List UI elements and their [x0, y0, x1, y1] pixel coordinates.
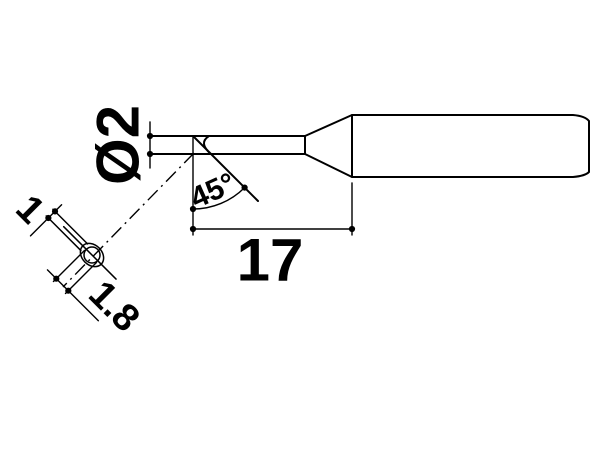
length-tick-right	[348, 225, 356, 233]
face-length-tick-b	[65, 287, 72, 294]
angle-arc-start-dot	[189, 205, 197, 213]
dimension-shaft-diameter: Ø2	[85, 105, 154, 185]
diameter-label: Ø2	[85, 105, 152, 185]
angle-arc-end-dot	[241, 184, 248, 191]
detail-axis-line	[62, 225, 117, 280]
diameter-tick-top	[146, 132, 154, 140]
detail-leader-centerline	[62, 152, 195, 288]
face-length-extension-b	[64, 261, 98, 295]
length-tick-left	[189, 225, 197, 233]
width-tick-a	[51, 208, 59, 215]
bevel-face-arc	[203, 135, 212, 155]
face-length-extension-a	[52, 249, 86, 283]
length-label: 17	[237, 227, 304, 294]
width-tick-b	[45, 214, 52, 222]
tip-face-detail: 1 1.8	[7, 187, 147, 340]
face-length-tick-a	[53, 275, 60, 282]
width-label: 1	[7, 187, 52, 232]
face-outer-ellipse	[79, 242, 105, 268]
dimension-bevel-angle: 45°	[186, 135, 248, 236]
dimension-tip-length: 17	[189, 182, 356, 294]
angle-arc	[192, 186, 246, 210]
neck-upper-edge	[52, 208, 89, 245]
barrel-outline	[351, 114, 590, 178]
neck-lower-edge	[45, 215, 82, 252]
face-length-label: 1.8	[80, 273, 147, 340]
cone-top-edge	[304, 114, 353, 137]
face-inner-circle	[83, 246, 101, 264]
cone-bottom-edge	[304, 153, 353, 178]
tip-side-view	[149, 114, 590, 202]
diameter-tick-bottom	[146, 150, 154, 158]
